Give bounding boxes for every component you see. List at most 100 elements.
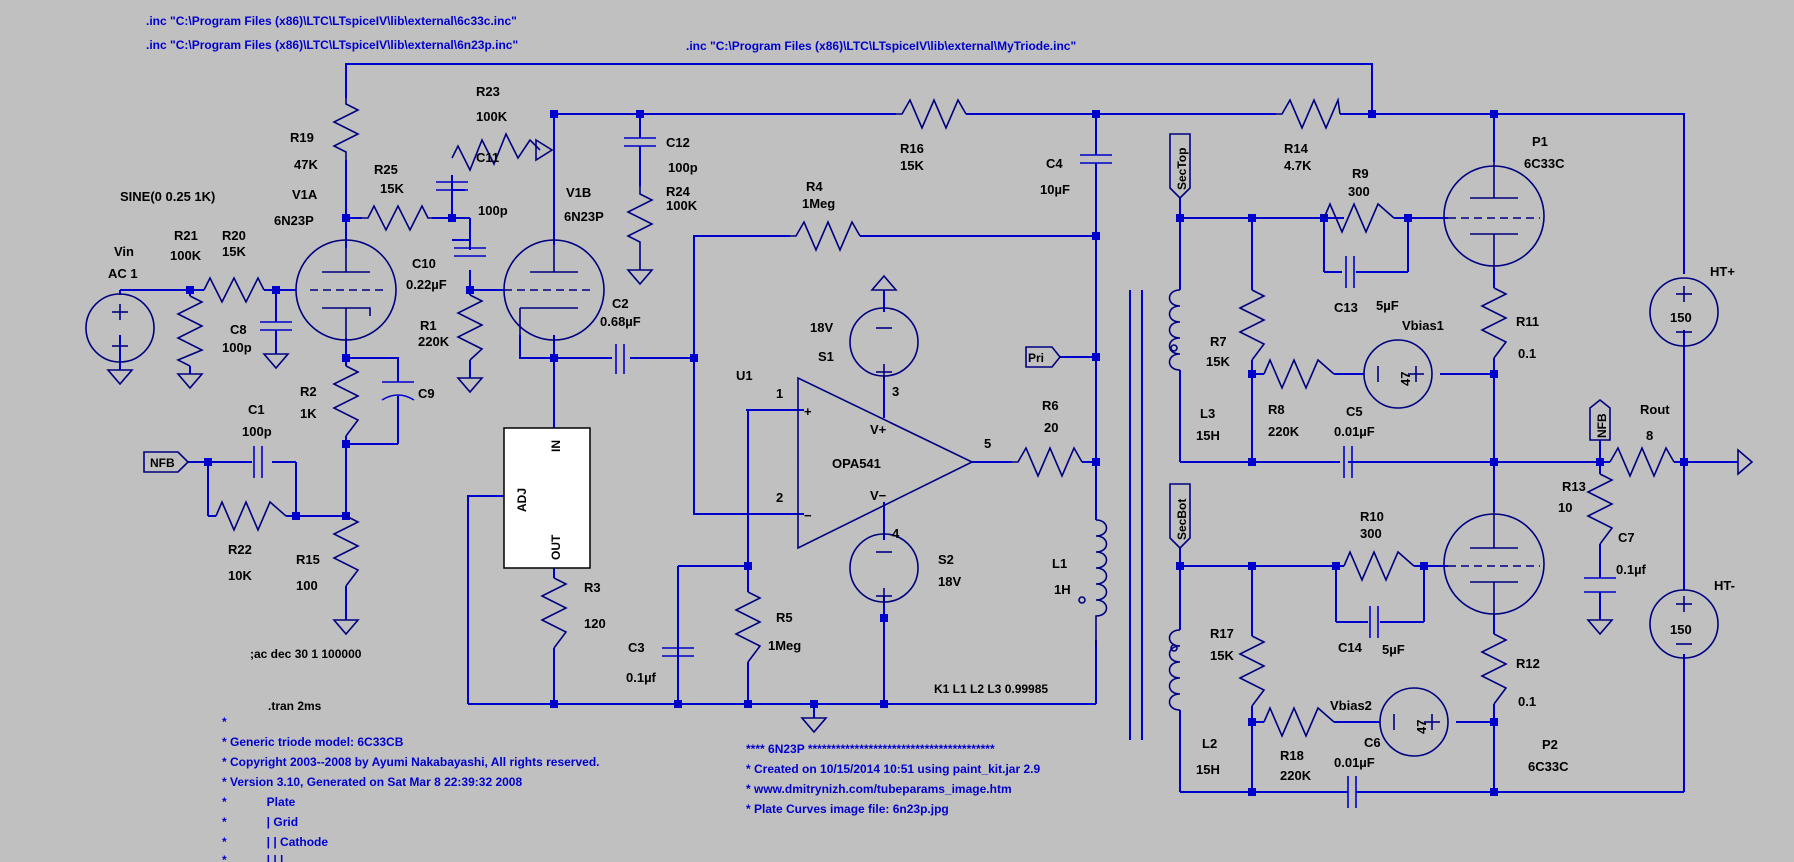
comment-line: * Version 3.10, Generated on Sat Mar 8 2… <box>222 775 522 789</box>
resistor-r6 <box>1012 445 1083 479</box>
directive-inc-6n23p[interactable]: .inc "C:\Program Files (x86)\LTC\LTspice… <box>146 38 518 52</box>
vin-sine-spec: SINE(0 0.25 1K) <box>120 189 215 204</box>
r15-value: 100 <box>296 578 318 593</box>
ht-plus-name: HT+ <box>1710 264 1735 279</box>
p2-name: P2 <box>1542 737 1558 752</box>
directive-ac[interactable]: ;ac dec 30 1 100000 <box>250 647 362 661</box>
u1-model: OPA541 <box>832 456 881 471</box>
p1-name: P1 <box>1532 134 1548 149</box>
r14-name: R14 <box>1284 141 1309 156</box>
resistor-r5 <box>734 591 762 663</box>
c2-name: C2 <box>612 296 629 311</box>
c5-name: C5 <box>1346 404 1363 419</box>
r25-name: R25 <box>374 162 398 177</box>
secbot-port-label: SecBot <box>1175 499 1189 540</box>
resistor-r3 <box>540 577 568 649</box>
pri-port-icon <box>1025 346 1062 368</box>
component-labels[interactable]: R23 100K R19 47K R25 15K C11 100p C12 10… <box>108 84 1735 783</box>
nfb-port-left-icon <box>143 451 190 473</box>
directive-coupling[interactable]: K1 L1 L2 L3 0.99985 <box>934 682 1048 696</box>
c9-name: C9 <box>418 386 435 401</box>
r22-name: R22 <box>228 542 252 557</box>
resistor-r1 <box>456 294 484 361</box>
l3-value: 15H <box>1196 428 1220 443</box>
vbias1-value: 47 <box>1398 372 1413 386</box>
c1-value: 100p <box>242 424 272 439</box>
vbias2-value: 47 <box>1414 720 1429 734</box>
opamp-u1-icon <box>797 376 974 550</box>
l1-name: L1 <box>1052 556 1067 571</box>
r14-value: 4.7K <box>1284 158 1312 173</box>
comment-line: **** 6N23P *****************************… <box>746 742 995 756</box>
r2-value: 1K <box>300 406 317 421</box>
directive-inc-mytriode[interactable]: .inc "C:\Program Files (x86)\LTC\LTspice… <box>686 39 1076 53</box>
wires[interactable] <box>119 63 1738 793</box>
r6-value: 20 <box>1044 420 1058 435</box>
capacitor-c6 <box>1347 776 1357 808</box>
r9-name: R9 <box>1352 166 1369 181</box>
directive-tran[interactable]: .tran 2ms <box>268 699 322 713</box>
r11-value: 0.1 <box>1518 346 1536 361</box>
comment-6c33c-block[interactable]: * * Generic triode model: 6C33CB * Copyr… <box>222 715 599 862</box>
r21-value: 100K <box>170 248 202 263</box>
s1-name: S1 <box>818 349 834 364</box>
s2-value: 18V <box>938 574 961 589</box>
resistor-r7 <box>1238 289 1266 361</box>
r16-value: 15K <box>900 158 924 173</box>
c3-name: C3 <box>628 640 645 655</box>
vbias2-source-icon <box>1379 687 1449 757</box>
r3-name: R3 <box>584 580 601 595</box>
r25-value: 15K <box>380 181 404 196</box>
resistor-r23 <box>451 132 541 172</box>
r12-name: R12 <box>1516 656 1540 671</box>
opamp-minus: − <box>804 508 812 523</box>
opamp-vminus: V− <box>870 488 887 503</box>
c3-value: 0.1µf <box>626 670 657 685</box>
output-arrow-icon <box>1737 448 1754 476</box>
c8-value: 100p <box>222 340 252 355</box>
v1a-name: V1A <box>292 187 318 202</box>
c6-value: 0.01µF <box>1334 755 1375 770</box>
comment-line: * www.dmitrynizh.com/tubeparams_image.ht… <box>746 782 1012 796</box>
directive-inc-6c33c[interactable]: .inc "C:\Program Files (x86)\LTC\LTspice… <box>146 14 517 28</box>
r22-value: 10K <box>228 568 252 583</box>
ground-icons <box>106 269 1614 734</box>
r5-value: 1Meg <box>768 638 801 653</box>
comment-6n23p-block[interactable]: **** 6N23P *****************************… <box>746 742 1040 816</box>
comment-line: * | | Cathode <box>222 835 328 849</box>
r2-name: R2 <box>300 384 317 399</box>
resistor-r19 <box>332 98 360 160</box>
r18-value: 220K <box>1280 768 1312 783</box>
inductor-l3 <box>1168 289 1181 371</box>
triode-p1-icon <box>1443 162 1545 268</box>
p2-type: 6C33C <box>1528 759 1569 774</box>
r17-value: 15K <box>1210 648 1234 663</box>
v1b-type: 6N23P <box>564 209 604 224</box>
r16-name: R16 <box>900 141 924 156</box>
rout-name: Rout <box>1640 402 1670 417</box>
comment-line: * Copyright 2003--2008 by Ayumi Nakabaya… <box>222 755 599 769</box>
r6-name: R6 <box>1042 398 1059 413</box>
triode-v1b-icon <box>503 239 605 341</box>
s1-source-icon <box>849 307 919 380</box>
capacitor-c7 <box>1584 577 1616 593</box>
c4-value: 10µF <box>1040 182 1070 197</box>
c6-name: C6 <box>1364 735 1381 750</box>
capacitor-c2 <box>615 344 625 374</box>
r3-value: 120 <box>584 616 606 631</box>
vbias1-source-icon <box>1363 339 1433 409</box>
r4-value: 1Meg <box>802 196 835 211</box>
c7-name: C7 <box>1618 530 1635 545</box>
port-labels[interactable]: NFB Pri SecTop SecBot NFB ADJ IN OUT + −… <box>150 148 1609 560</box>
resistor-r12 <box>1480 633 1508 705</box>
comment-line: * | Grid <box>222 815 298 829</box>
c11-name: C11 <box>476 150 499 165</box>
resistor-r10 <box>1343 549 1415 583</box>
vin-name: Vin <box>114 244 134 259</box>
regulator-out: OUT <box>549 534 563 560</box>
component-symbols[interactable] <box>85 97 1754 808</box>
r24-value: 100K <box>666 198 698 213</box>
r23-value: 100K <box>476 109 508 124</box>
resistor-r22 <box>215 499 287 533</box>
